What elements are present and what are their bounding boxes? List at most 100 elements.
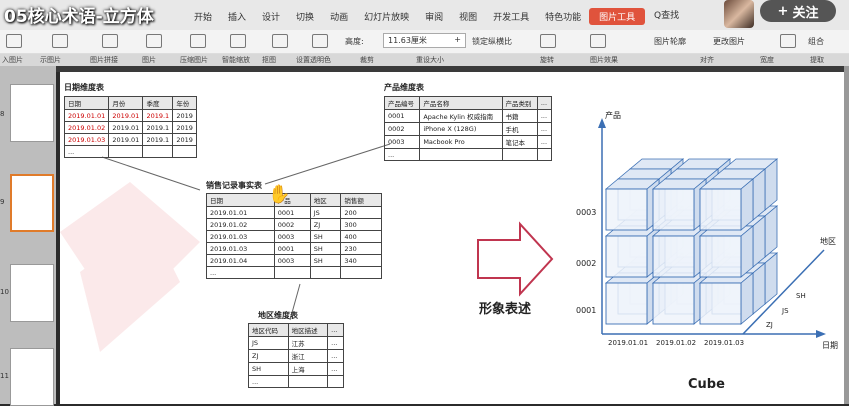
table-row: ... bbox=[248, 375, 344, 388]
slide-thumbnail[interactable] bbox=[10, 84, 54, 142]
ribbon-label[interactable]: 图片效果 bbox=[590, 56, 618, 64]
product-tick: 0003 bbox=[576, 208, 597, 217]
col-header: 季度 bbox=[142, 96, 174, 110]
cube-caption: Cube bbox=[688, 377, 725, 392]
product-axis-label: 产品 bbox=[605, 111, 621, 120]
menu-bar: 开始 插入 设计 切换 动画 幻灯片放映 审阅 视图 开发工具 特色功能 图片工… bbox=[186, 8, 646, 25]
resize-icon[interactable] bbox=[312, 34, 328, 48]
slide-thumbnail-selected[interactable] bbox=[10, 174, 54, 232]
region-tick: SH bbox=[796, 292, 806, 300]
height-label: 高度: bbox=[345, 37, 364, 46]
col-header: 产品类别 bbox=[501, 96, 538, 110]
height-input[interactable]: 11.63厘米 + bbox=[383, 33, 466, 48]
align-icon[interactable] bbox=[780, 34, 796, 48]
ribbon-label[interactable]: 设置透明色 bbox=[296, 56, 331, 64]
crop-icon[interactable] bbox=[272, 34, 288, 48]
avatar[interactable] bbox=[724, 0, 754, 28]
cube-cell bbox=[605, 188, 648, 231]
slide-thumbnail[interactable] bbox=[10, 348, 54, 406]
date-axis-arrow bbox=[816, 330, 826, 338]
menu-view[interactable]: 视图 bbox=[459, 13, 478, 23]
lock-ratio-checkbox[interactable]: 锁定纵横比 bbox=[472, 37, 512, 46]
col-header: 产品 bbox=[273, 193, 311, 207]
group-button[interactable]: 组合 bbox=[808, 37, 824, 46]
menu-animation[interactable]: 动画 bbox=[330, 13, 349, 23]
smart-scale-icon[interactable] bbox=[230, 34, 246, 48]
picture-splice-icon[interactable] bbox=[102, 34, 118, 48]
ribbon-label[interactable]: 重设大小 bbox=[416, 56, 444, 64]
cube-cell bbox=[652, 235, 695, 278]
show-picture-icon[interactable] bbox=[52, 34, 68, 48]
slide-number: 8 bbox=[0, 110, 5, 118]
title-bar bbox=[0, 0, 849, 30]
ribbon-label[interactable]: 对齐 bbox=[700, 56, 714, 64]
region-tick: ZJ bbox=[766, 321, 773, 329]
menu-transition[interactable]: 切换 bbox=[296, 13, 315, 23]
menu-slideshow[interactable]: 幻灯片放映 bbox=[364, 13, 410, 23]
picture-outline-button[interactable]: 图片轮廓 bbox=[654, 37, 686, 46]
menu-picture-tools[interactable]: 图片工具 bbox=[589, 8, 646, 25]
effects-icon[interactable] bbox=[590, 34, 606, 48]
region-table-title: 地区维度表 bbox=[258, 311, 298, 320]
arrow-label: 形象表述 bbox=[479, 302, 532, 317]
date-table-title: 日期维度表 bbox=[64, 83, 104, 92]
ribbon-label[interactable]: 示图片 bbox=[40, 56, 61, 64]
sales-table-title: 销售记录事实表 bbox=[206, 181, 262, 190]
insert-picture-icon[interactable] bbox=[6, 34, 22, 48]
scrollbar[interactable] bbox=[844, 66, 849, 404]
ribbon-label[interactable]: 压缩图片 bbox=[180, 56, 208, 64]
search-tab[interactable]: Q查找 bbox=[654, 11, 680, 21]
cube-diagram bbox=[598, 118, 826, 338]
rotate-icon[interactable] bbox=[540, 34, 556, 48]
menu-design[interactable]: 设计 bbox=[262, 13, 281, 23]
ribbon-label[interactable]: 图片 bbox=[142, 56, 156, 64]
ribbon-label[interactable]: 抠图 bbox=[262, 56, 276, 64]
col-header: 地区描述 bbox=[287, 323, 329, 337]
change-picture-button[interactable]: 更改图片 bbox=[713, 37, 745, 46]
follow-button[interactable]: +关注 bbox=[760, 0, 836, 22]
cube-cell bbox=[699, 235, 742, 278]
video-title: 05核心术语-立方体 bbox=[4, 7, 154, 27]
cube-cell bbox=[699, 282, 742, 325]
ribbon-label[interactable]: 裁剪 bbox=[360, 56, 374, 64]
ribbon-label[interactable]: 智能缩放 bbox=[222, 56, 250, 64]
slide-number: 10 bbox=[0, 288, 9, 296]
cube-cell bbox=[605, 282, 648, 325]
cube-cell bbox=[605, 235, 648, 278]
picture-icon[interactable] bbox=[146, 34, 162, 48]
col-header: 地区代码 bbox=[248, 323, 289, 337]
ribbon-label[interactable]: 旋转 bbox=[540, 56, 554, 64]
slide-thumbnail[interactable] bbox=[10, 264, 54, 322]
col-header: 地区 bbox=[309, 193, 342, 207]
canvas-border bbox=[56, 66, 849, 72]
watermark-shape bbox=[80, 222, 180, 352]
col-header: ... bbox=[327, 323, 344, 337]
menu-devtools[interactable]: 开发工具 bbox=[493, 13, 530, 23]
slide-number: 11 bbox=[0, 372, 9, 380]
file-menu[interactable]: 文件 bbox=[40, 11, 59, 21]
menu-review[interactable]: 审阅 bbox=[425, 13, 444, 23]
compress-icon[interactable] bbox=[190, 34, 206, 48]
ribbon-label[interactable]: 图片拼接 bbox=[90, 56, 118, 64]
follow-label: 关注 bbox=[792, 5, 819, 21]
ribbon-label[interactable]: 提取 bbox=[810, 56, 824, 64]
menu-features[interactable]: 特色功能 bbox=[545, 13, 582, 23]
ribbon-label[interactable]: 入图片 bbox=[2, 56, 23, 64]
date-tick: 2019.01.03 bbox=[704, 339, 745, 347]
region-tick: JS bbox=[782, 307, 789, 315]
menu-start[interactable]: 开始 bbox=[194, 13, 213, 23]
ribbon-label[interactable]: 宽度 bbox=[760, 56, 774, 64]
menu-insert[interactable]: 插入 bbox=[228, 13, 247, 23]
product-tick: 0001 bbox=[576, 306, 597, 315]
